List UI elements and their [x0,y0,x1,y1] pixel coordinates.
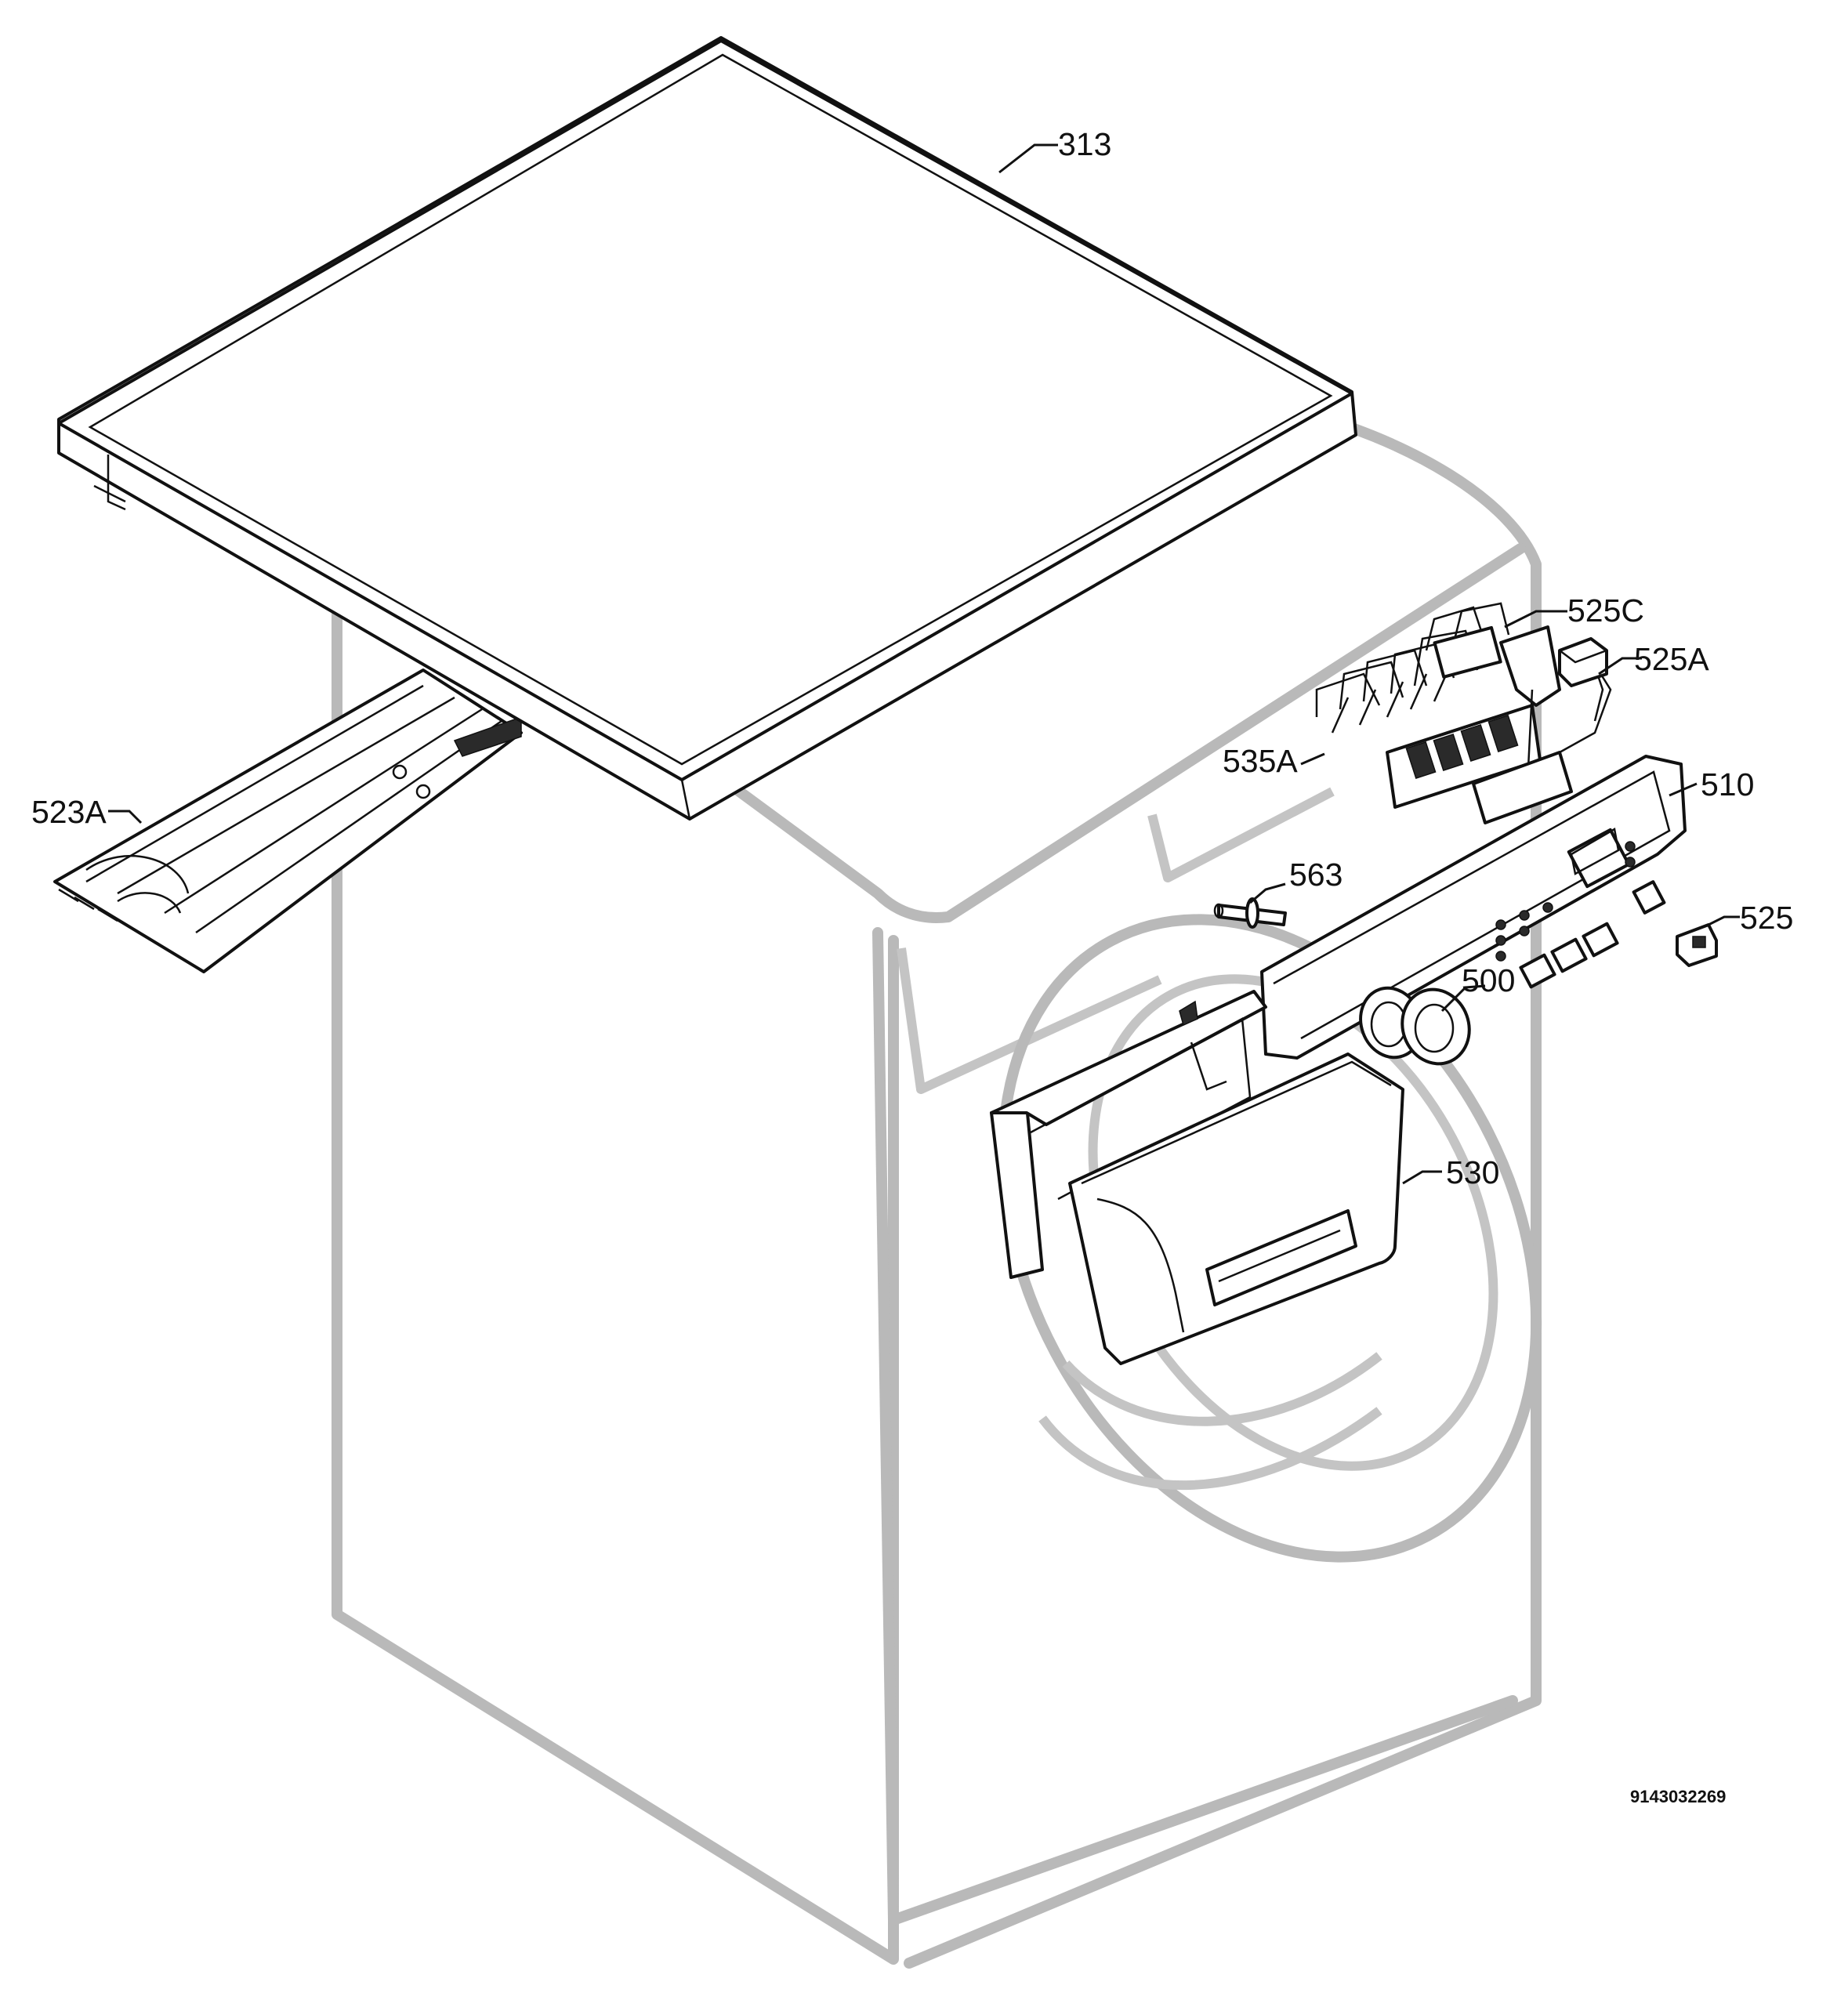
button-springs-part [1315,602,1510,734]
callout-563: 563 [1289,857,1343,893]
callout-500: 500 [1462,962,1515,998]
callout-525C: 525C [1567,592,1644,629]
callout-535A: 535A [1223,743,1298,779]
callout-313: 313 [1058,126,1111,162]
switch-pcb-part [1386,625,1612,824]
callout-525A: 525A [1634,641,1709,677]
rail-bracket-part [53,668,523,973]
switch-part-right [1676,923,1718,967]
callout-510: 510 [1701,766,1754,802]
detergent-drawer-part [990,990,1404,1365]
callout-530: 530 [1446,1154,1499,1190]
program-knob-part [1359,986,1471,1066]
callout-labels: 313 525C 525A 535A 510 523A 563 525 500 … [31,126,1793,1806]
callout-525: 525 [1740,900,1793,936]
top-lid-part [57,36,1357,821]
leader-lines [108,143,1740,1185]
control-panel-part [1260,755,1687,1060]
small-switch-part [1558,637,1608,722]
document-number: 9143032269 [1630,1787,1726,1806]
callout-523A: 523A [31,794,107,830]
spindle-pin-part [1213,897,1287,929]
